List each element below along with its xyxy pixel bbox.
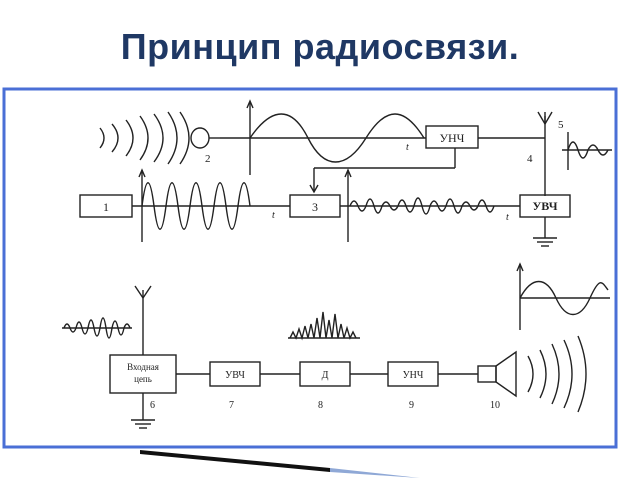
- rx-output-wave: [519, 280, 609, 316]
- sound-waves-in-icon: [99, 111, 190, 165]
- speaker-callout: 10: [490, 400, 500, 411]
- t-label-lf: t: [406, 142, 409, 153]
- decor-stroke-tail: [330, 468, 420, 478]
- tx-lf-amp-callout: 4: [527, 153, 533, 165]
- rx-input-label-2: цепь: [134, 374, 152, 384]
- rx-incoming-wave: [63, 317, 131, 339]
- generator-label: 1: [103, 200, 109, 214]
- sound-waves-out-icon: [527, 335, 587, 413]
- detector-callout: 8: [318, 400, 323, 411]
- slide-title: Принцип радиосвязи.: [120, 26, 520, 67]
- lf-signal-wave: [249, 113, 425, 163]
- carrier-wave: [141, 182, 251, 230]
- modulator-label: 3: [312, 200, 318, 214]
- rx-hf-amp-label: УВЧ: [225, 370, 245, 381]
- mic-callout: 2: [205, 153, 211, 165]
- microphone-icon: [190, 127, 220, 149]
- rx-lf-amp-label: УНЧ: [403, 370, 424, 381]
- detector-label: Д: [322, 370, 329, 381]
- modulated-wave: [349, 197, 495, 215]
- tx-hf-amp-label: УВЧ: [532, 199, 557, 213]
- rx-lf-amp-callout: 9: [409, 400, 414, 411]
- tx-lf-amp-block: [425, 125, 479, 149]
- rx-input-callout: 6: [150, 400, 155, 411]
- tx-lf-amp-label: УНЧ: [440, 131, 465, 145]
- detector-wave: [289, 311, 357, 341]
- rx-input-label-1: Входная: [127, 362, 159, 372]
- rx-hf-amp-callout: 7: [229, 400, 234, 411]
- t-label-carrier: t: [272, 210, 275, 221]
- diagram-frame: [2, 87, 618, 449]
- t-label-mod: t: [506, 212, 509, 223]
- decor-stroke: [140, 450, 330, 472]
- antenna-callout: 5: [558, 119, 564, 131]
- tx-output-wave: [567, 141, 609, 159]
